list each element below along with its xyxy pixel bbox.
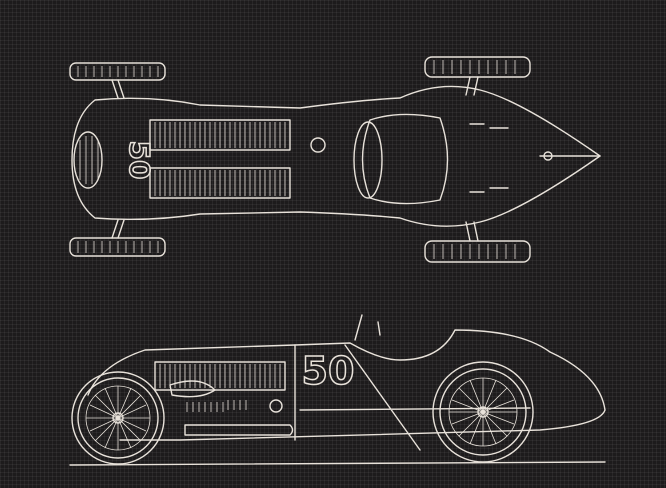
side-louvers bbox=[154, 361, 286, 391]
top-rear-wheel-lower bbox=[424, 240, 531, 263]
top-car-number: 50 bbox=[123, 141, 156, 180]
top-view-drawing: 50 bbox=[69, 56, 601, 263]
side-rear-wheel bbox=[432, 361, 534, 463]
top-cockpit bbox=[361, 113, 449, 205]
top-louvers-upper bbox=[149, 119, 291, 151]
ground-line bbox=[69, 461, 606, 466]
side-view-drawing: 50 bbox=[69, 314, 606, 466]
top-rear-wheel-upper bbox=[424, 56, 531, 78]
top-front-wheel-upper bbox=[69, 62, 166, 81]
top-louvers-lower bbox=[149, 167, 291, 199]
top-front-wheel-lower bbox=[69, 237, 166, 257]
side-car-number: 50 bbox=[302, 349, 355, 393]
top-body-outline bbox=[71, 85, 601, 227]
side-front-wheel bbox=[71, 371, 165, 465]
top-windscreen bbox=[353, 121, 383, 199]
top-grille bbox=[73, 131, 103, 189]
